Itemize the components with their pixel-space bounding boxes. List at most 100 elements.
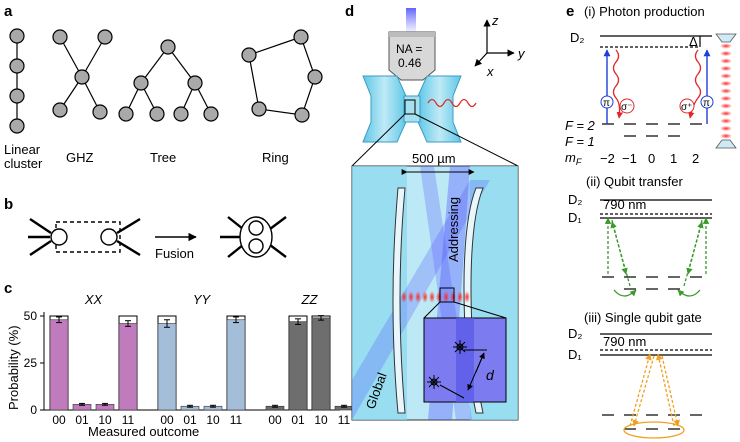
x-tick-label: 01 [183,413,197,427]
section-2-levels [600,199,712,290]
x-tick-label: 11 [122,413,135,427]
panel-e-label: e [566,3,574,20]
cavity-field-node [720,110,732,117]
d2-label-3: D₂ [568,326,582,341]
cavity-field-node [720,118,732,124]
cavity-field-node [720,103,732,109]
pi-right-label: π [703,98,710,109]
raman-transfer-arrows [604,217,710,297]
x-tick-label: 10 [206,413,220,427]
cavity-field-node [720,95,732,102]
section-2-title: (ii) Qubit transfer [586,174,683,189]
group-label: ZZ [301,292,319,307]
bar [157,323,177,411]
tree-label: Tree [150,150,176,165]
mf-value: 2 [692,151,699,166]
sigma-minus-label: σ⁻ [621,102,632,113]
panel-c-label: c [4,280,12,297]
cavity-field-node [720,80,732,87]
section-1-levels [600,35,712,137]
linear-cluster-label-2: cluster [4,156,43,171]
sigma-minus-arrow [612,49,624,119]
x-tick-label: 11 [338,413,351,427]
bar [226,319,246,411]
mf-values: −2 −1 0 1 2 [600,151,699,166]
coordinate-axes [474,19,515,67]
pi-left-label: π [603,98,610,109]
ring-graph [241,29,323,123]
panel-a-label: a [4,3,13,20]
d1-label-3: D₁ [568,347,582,362]
bar [311,317,331,411]
f2-label: F = 2 [565,118,596,133]
group-label: YY [193,292,212,307]
panel-b-label: b [4,196,13,213]
tree-graph [118,39,219,122]
ghz-graph [52,29,113,120]
d2-label-1: D₂ [570,30,584,45]
inset-atoms [427,340,487,399]
wavelength-label-3: 790 nm [603,334,646,349]
fusion-before [28,217,141,257]
na-label-2: 0.46 [398,56,422,70]
group-label: XX [84,292,104,307]
cavity-field-node [720,73,732,79]
section-3-title: (iii) Single qubit gate [584,310,702,325]
mf-value: −2 [600,151,615,166]
x-tick-label: 00 [160,413,174,427]
x-axis-title: Measured outcome [88,424,199,439]
ring-label: Ring [262,150,289,165]
wavelength-label-2: 790 nm [603,197,646,212]
polarization-markers [600,95,714,114]
mf-value: 1 [670,151,677,166]
na-label-1: NA = [396,42,422,56]
x-tick-label: 01 [75,413,89,427]
cavity-field-node [720,43,732,49]
cavity-field-node [720,88,732,94]
d1-label-2: D₁ [568,210,582,225]
zoom-line-right [414,113,519,167]
mf-value: −1 [622,151,637,166]
emitted-photon [427,98,477,108]
panel-d: d NA = 0.46 z y x [345,3,526,421]
d2-label-2: D₂ [568,192,582,207]
cavity-field-node [720,58,732,64]
panel-b: b Fusion [4,196,287,261]
linear-cluster-label-1: Linear [4,142,41,157]
panel-d-label: d [345,3,354,20]
x-tick-label: 10 [314,413,328,427]
linear-cluster-graph [9,28,25,134]
single-qubit-arrows [623,353,685,439]
mf-label: mF [565,150,582,167]
addressing-label: Addressing [446,197,461,262]
cavity-mirrors [715,33,737,149]
x-tick-label: 00 [268,413,282,427]
objective-lens [388,31,436,81]
fusion-after [220,216,287,258]
x-tick-label: 11 [230,413,243,427]
sigma-plus-label: σ⁺ [681,102,692,113]
y-axis-title: Probability (%) [6,325,21,410]
zoom-line-left [351,113,406,167]
mf-value: 0 [648,151,655,166]
distance-label: 500 µm [412,151,456,166]
x-tick-label: 00 [52,413,66,427]
vacuum-cell [362,75,462,143]
section-3-levels [600,333,712,430]
y-tick-label: 0 [30,403,37,417]
cavity-field-node [720,50,732,57]
separation-label: d [486,367,495,383]
axis-y-label: y [517,46,526,61]
ghz-label: GHZ [66,150,94,165]
panel-e: e (i) Photon production D₂ Δ π π σ⁻ σ⁺ [565,3,737,439]
y-tick-label: 50 [24,309,38,323]
bar [288,321,308,411]
x-tick-label: 01 [291,413,305,427]
axis-z-label: z [491,13,499,28]
panel-c: c Probability (%) Measured outcome 02550… [4,280,354,439]
cavity-field-node [720,133,732,139]
section-1-title: (i) Photon production [584,4,705,19]
cavity-field-node [720,125,732,132]
axis-x-label: x [486,64,494,79]
